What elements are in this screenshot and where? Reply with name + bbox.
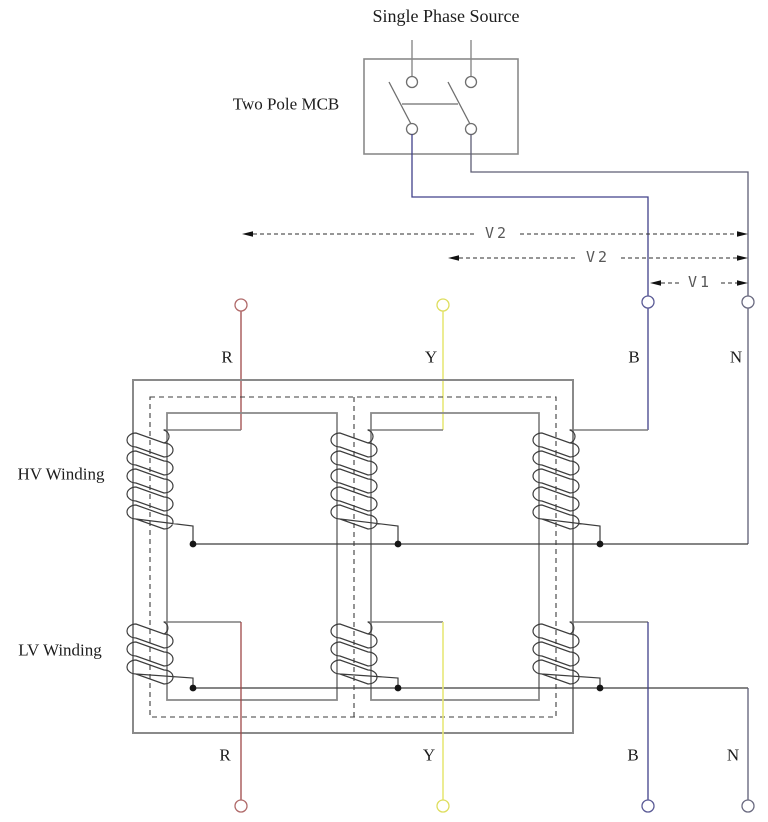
core-left-window bbox=[166, 412, 338, 701]
b-phase-wire-top bbox=[411, 134, 649, 430]
dim-label-v1: V1 bbox=[684, 273, 716, 291]
source-title: Single Phase Source bbox=[372, 6, 520, 26]
mcb-label: Two Pole MCB bbox=[232, 94, 340, 114]
terminal-y-top bbox=[436, 298, 450, 312]
terminal-r-top bbox=[234, 298, 248, 312]
mcb-box bbox=[363, 58, 519, 155]
dimension-lines bbox=[246, 233, 744, 284]
terminal-label-y-top: Y bbox=[424, 347, 438, 367]
lv-coil-left bbox=[126, 621, 194, 689]
core-outer-box bbox=[132, 379, 574, 734]
terminal-label-n-bottom: N bbox=[726, 745, 740, 765]
terminal-circles-bottom bbox=[234, 799, 755, 813]
terminal-label-b-bottom: B bbox=[627, 745, 639, 765]
terminal-circles-top bbox=[234, 295, 755, 312]
hv-winding-label: HV Winding bbox=[17, 464, 105, 484]
lv-coil-right bbox=[532, 621, 601, 689]
core-right-window bbox=[370, 412, 540, 701]
lv-winding-label: LV Winding bbox=[18, 640, 102, 660]
terminal-label-r-top: R bbox=[221, 347, 233, 367]
terminal-n-bottom bbox=[741, 799, 755, 813]
dimension-arrows bbox=[242, 231, 748, 286]
terminal-label-y-bottom: Y bbox=[422, 745, 436, 765]
hv-coil-right bbox=[532, 429, 601, 545]
hv-coil-left bbox=[126, 429, 194, 545]
terminal-label-r-bottom: R bbox=[219, 745, 231, 765]
terminal-b-bottom bbox=[641, 799, 655, 813]
lv-windings bbox=[126, 621, 601, 689]
lv-coil-middle bbox=[330, 621, 399, 689]
hv-windings bbox=[126, 429, 601, 545]
junction-dots bbox=[189, 540, 604, 692]
core-dashed-box bbox=[149, 396, 557, 718]
terminal-r-bottom bbox=[234, 799, 248, 813]
neutral-buses bbox=[193, 543, 748, 689]
terminal-b-top bbox=[641, 295, 655, 309]
dim-label-v2-middle: V2 bbox=[582, 248, 614, 266]
mcb-contacts bbox=[388, 75, 478, 136]
dim-label-v2-outer: V2 bbox=[481, 224, 513, 242]
winding-top-connections bbox=[164, 429, 648, 623]
terminal-label-b-top: B bbox=[628, 347, 640, 367]
hv-coil-middle bbox=[330, 429, 399, 545]
n-wire-top bbox=[470, 134, 749, 544]
terminal-y-bottom bbox=[436, 799, 450, 813]
terminal-label-n-top: N bbox=[729, 347, 743, 367]
core-structure bbox=[132, 379, 574, 734]
terminal-n-top bbox=[741, 295, 755, 309]
